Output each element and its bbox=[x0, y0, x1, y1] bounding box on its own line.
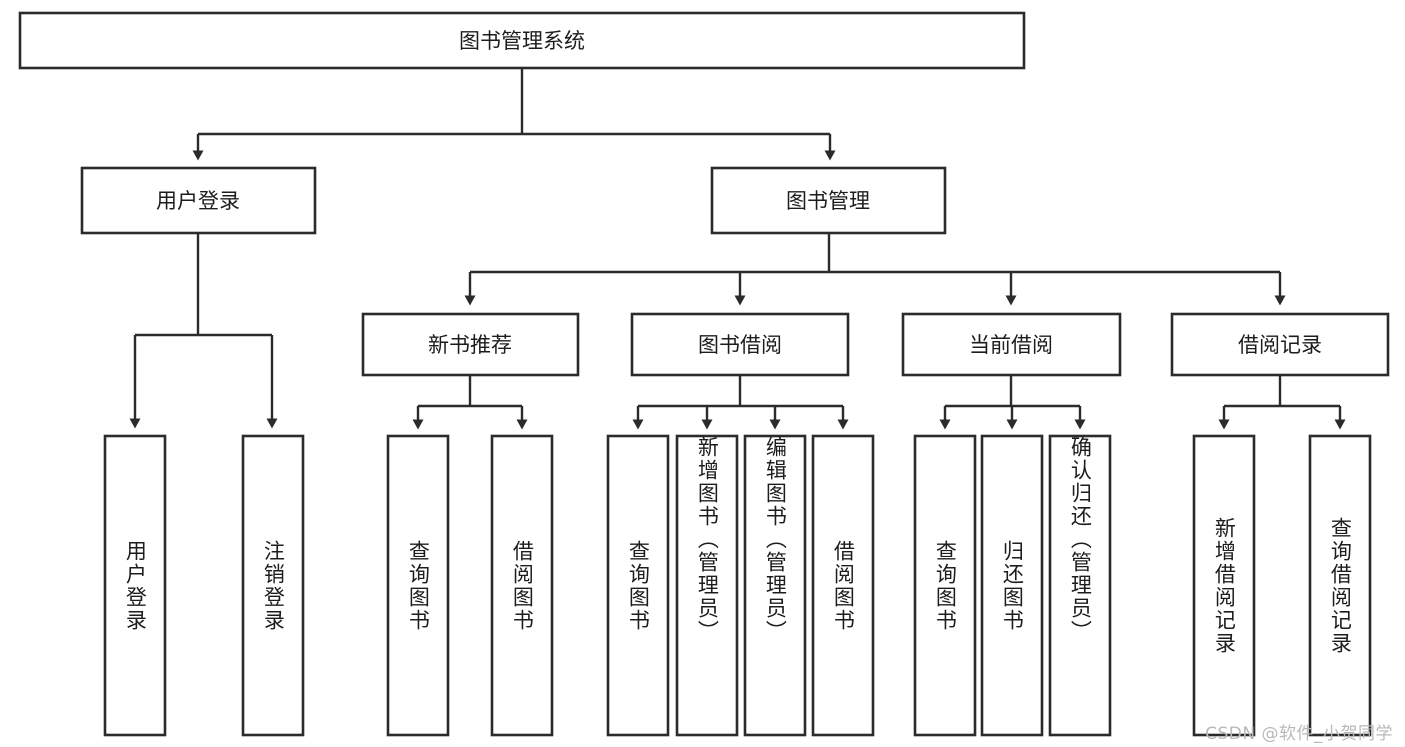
node-borrow-record[interactable]: 借阅记录 bbox=[1170, 312, 1390, 377]
leaf-box-cb-query-book[interactable] bbox=[913, 434, 977, 737]
connector-newbook-to-leaves bbox=[412, 375, 528, 430]
leaf-box-nb-query-book[interactable] bbox=[386, 434, 450, 737]
node-new-book-recommend[interactable]: 新书推荐 bbox=[361, 312, 580, 377]
connector-currentborrow-to-leaves bbox=[939, 375, 1086, 430]
node-root[interactable]: 图书管理系统 bbox=[18, 11, 1026, 70]
leaf-box-bb-borrow-book[interactable] bbox=[811, 434, 875, 737]
node-book-management[interactable]: 图书管理 bbox=[710, 166, 947, 235]
node-book-borrow[interactable]: 图书借阅 bbox=[630, 312, 850, 377]
leaf-box-logout[interactable] bbox=[241, 434, 305, 737]
watermark-text: CSDN @软件_小贺同学 bbox=[1205, 724, 1393, 744]
leaf-box-nb-borrow-book[interactable] bbox=[490, 434, 554, 737]
leaf-box-bb-edit-book[interactable] bbox=[743, 434, 807, 737]
connector-bookmgmt-to-level3 bbox=[464, 233, 1286, 306]
node-user-login[interactable]: 用户登录 bbox=[80, 166, 317, 235]
connector-bookborrow-to-leaves bbox=[632, 375, 849, 430]
node-book-borrow-label: 图书借阅 bbox=[698, 333, 782, 357]
leaf-box-cb-confirm-return[interactable] bbox=[1048, 434, 1112, 737]
node-borrow-record-label: 借阅记录 bbox=[1238, 333, 1322, 357]
node-user-login-label: 用户登录 bbox=[156, 189, 240, 213]
connector-userlogin-to-leaves bbox=[129, 233, 278, 429]
leaf-box-cb-return-book[interactable] bbox=[980, 434, 1044, 737]
node-book-management-label: 图书管理 bbox=[786, 189, 870, 213]
node-current-borrow-label: 当前借阅 bbox=[969, 333, 1053, 357]
leaf-box-user-login[interactable] bbox=[103, 434, 167, 737]
leaf-box-bb-add-book[interactable] bbox=[675, 434, 739, 737]
connector-root-to-level2 bbox=[192, 68, 836, 161]
leaf-box-br-query-record[interactable] bbox=[1308, 434, 1372, 737]
leaf-box-group bbox=[103, 434, 1372, 737]
leaf-box-br-add-record[interactable] bbox=[1192, 434, 1256, 737]
connector-borrowrecord-to-leaves bbox=[1218, 375, 1346, 430]
node-new-book-recommend-label: 新书推荐 bbox=[428, 333, 512, 357]
node-root-label: 图书管理系统 bbox=[459, 29, 585, 53]
leaf-box-bb-query-book[interactable] bbox=[606, 434, 670, 737]
node-current-borrow[interactable]: 当前借阅 bbox=[901, 312, 1122, 377]
